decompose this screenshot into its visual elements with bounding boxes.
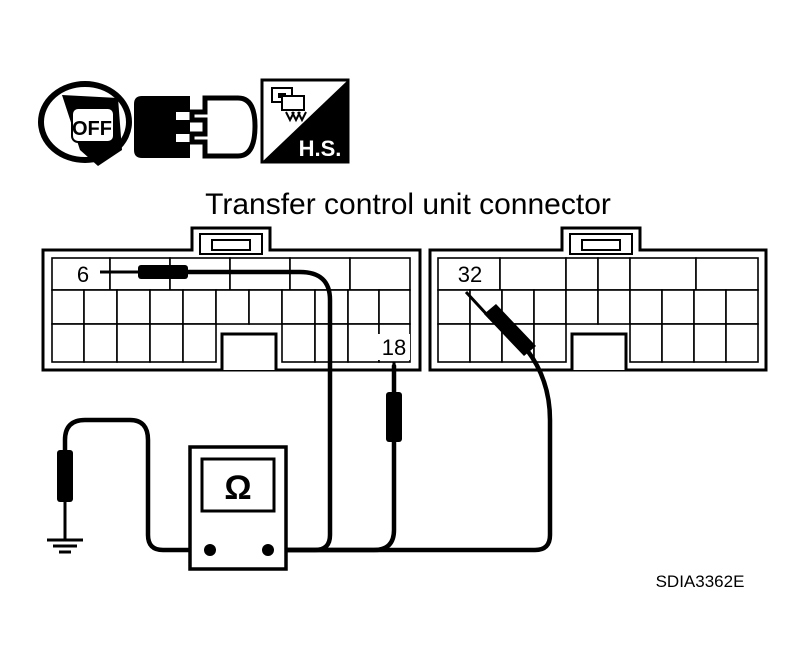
probe-pin6 bbox=[100, 265, 188, 279]
ohmmeter-icon: Ω bbox=[188, 445, 288, 571]
connector-disconnect-icon bbox=[134, 95, 258, 159]
pin-label-32: 32 bbox=[458, 262, 482, 287]
wire-pin32-to-meter bbox=[265, 347, 553, 553]
pin-label-18: 18 bbox=[382, 335, 406, 360]
probe-pin18 bbox=[386, 362, 402, 442]
ignition-key-icon: OFF bbox=[38, 81, 132, 166]
ignition-off-label: OFF bbox=[72, 118, 112, 140]
ohm-symbol: Ω bbox=[224, 469, 251, 507]
harness-side-label: H.S. bbox=[299, 136, 342, 161]
probe-ground bbox=[57, 450, 73, 502]
probe-pin32 bbox=[464, 290, 536, 356]
harness-side-icon: H.S. bbox=[260, 78, 350, 164]
right-connector bbox=[428, 226, 768, 372]
ground-icon bbox=[47, 538, 83, 554]
figure-code: SDIA3362E bbox=[656, 572, 745, 591]
left-connector bbox=[41, 226, 422, 372]
wire-ground-to-meter bbox=[62, 417, 213, 553]
pin-label-6: 6 bbox=[77, 262, 89, 287]
connector-title: Transfer control unit connector bbox=[205, 188, 611, 221]
